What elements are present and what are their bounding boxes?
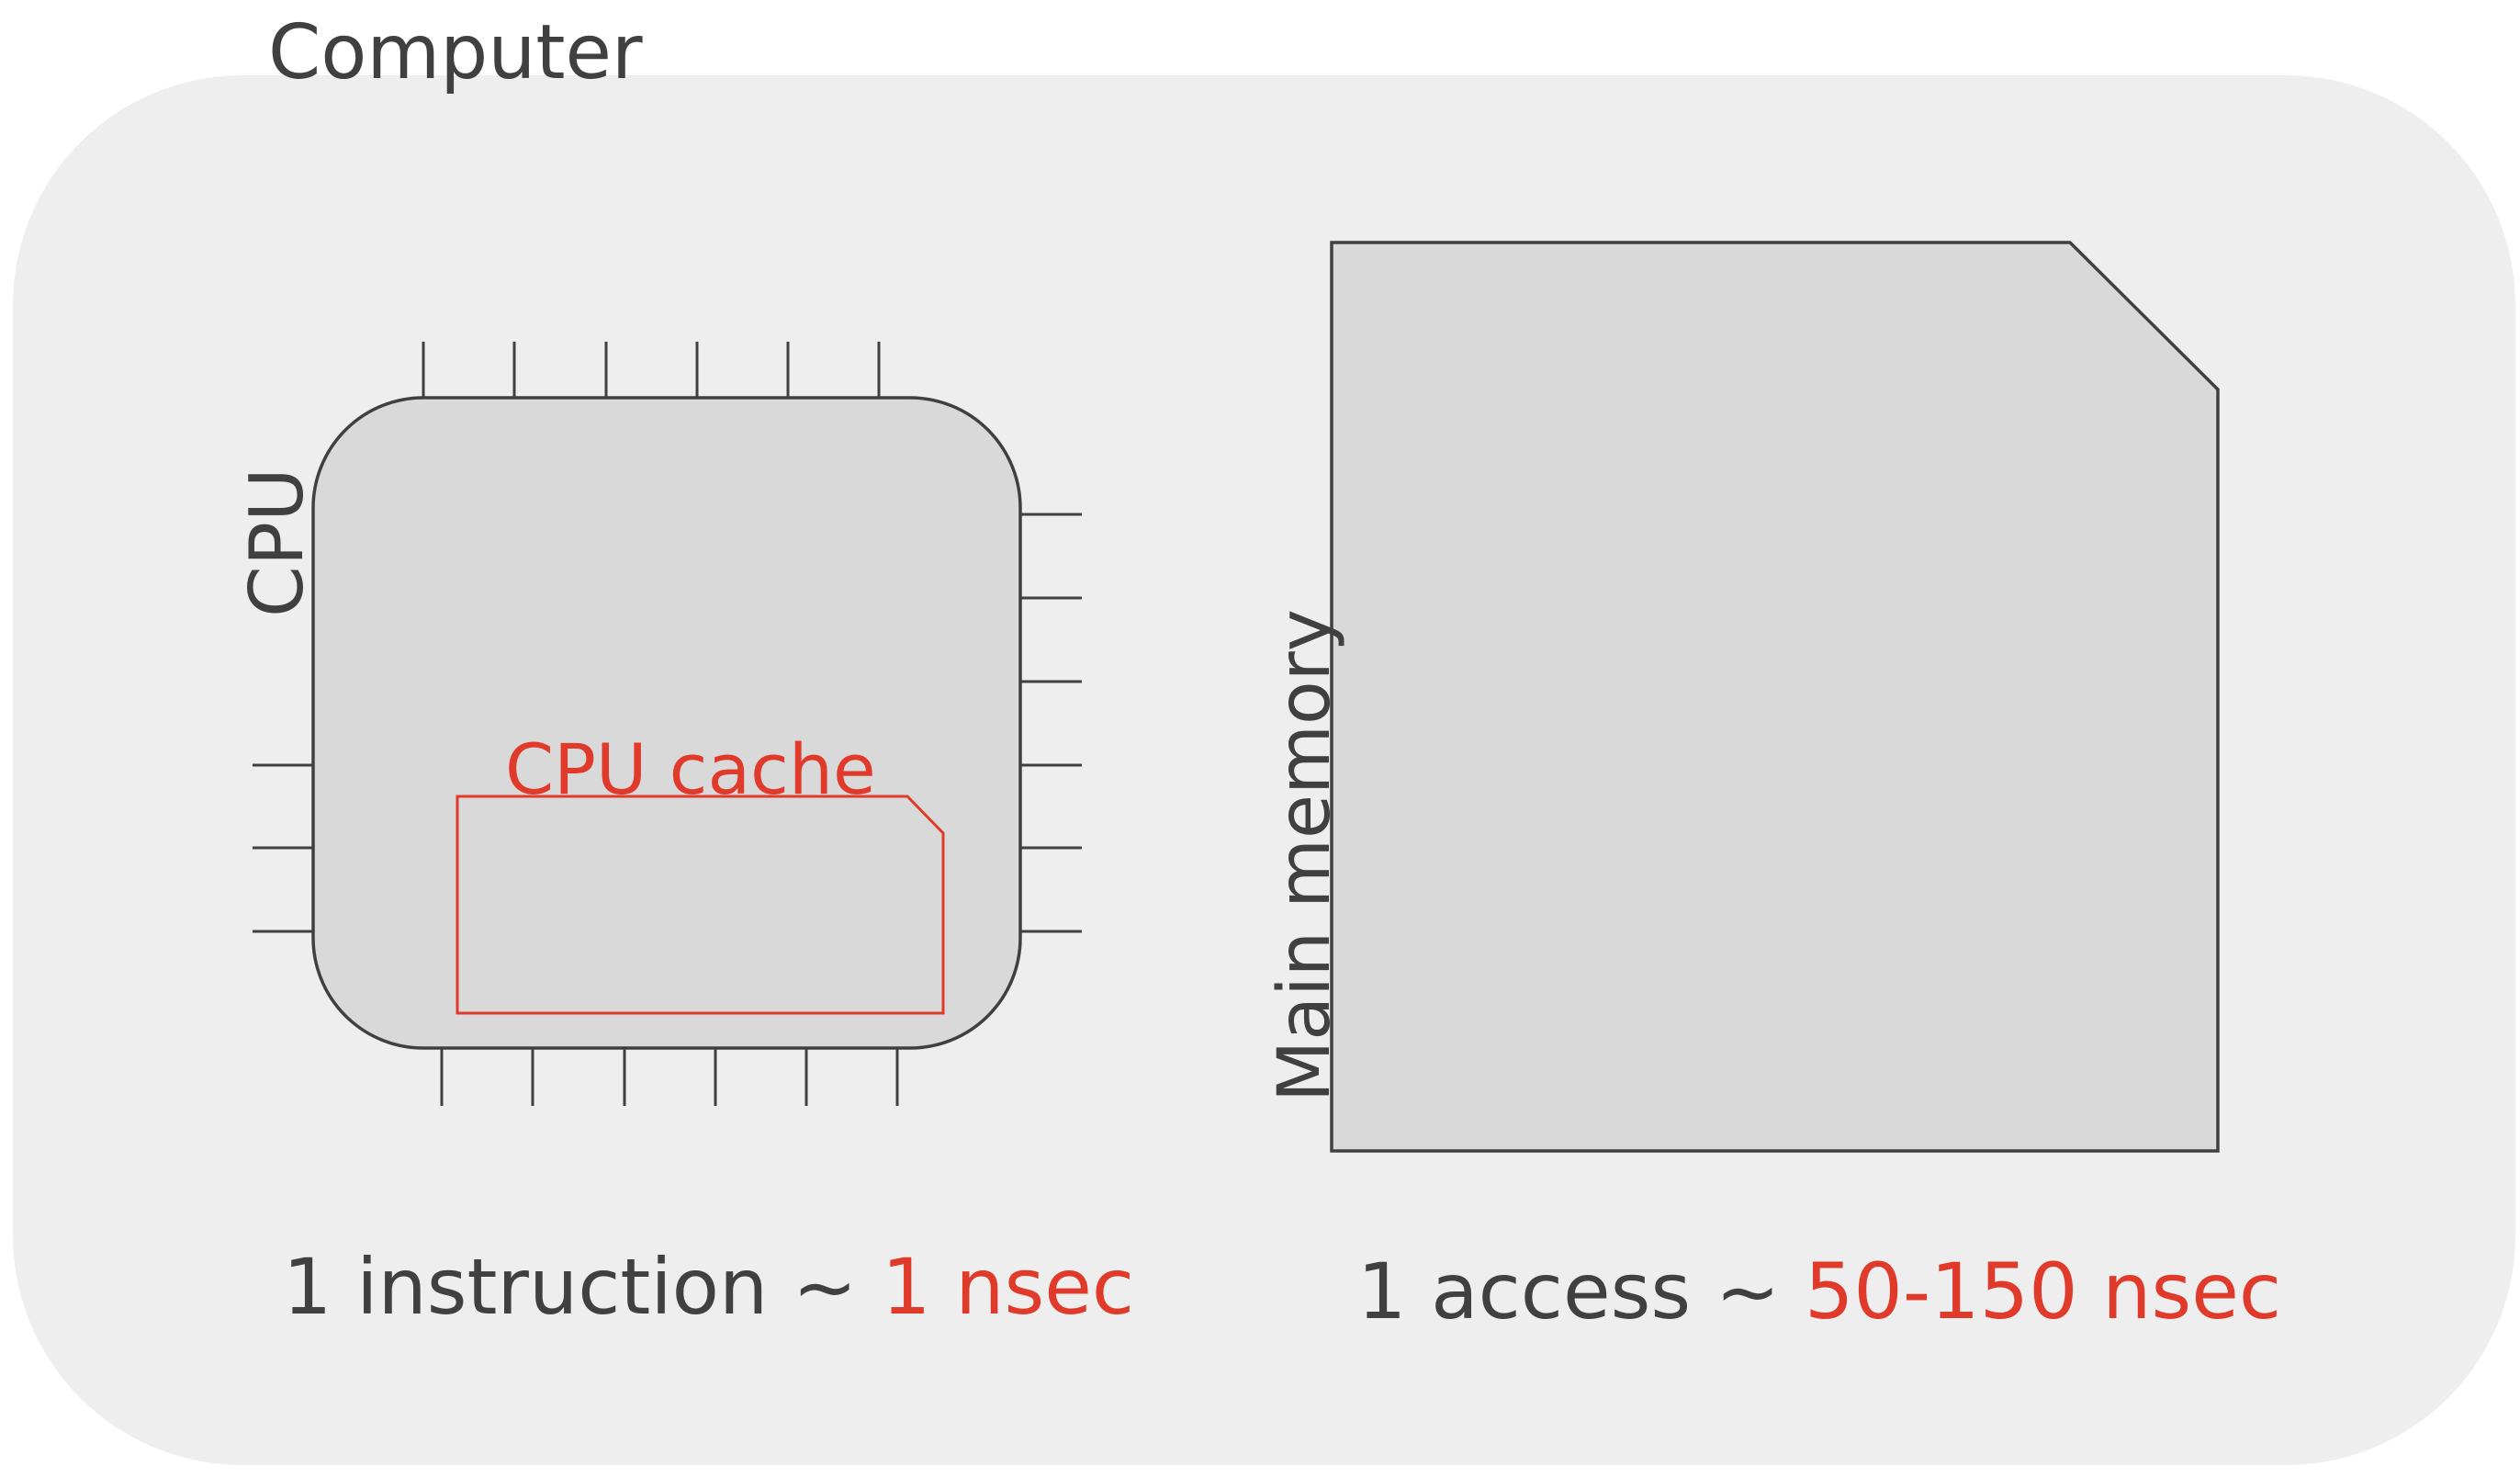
cpu-timing-prefix: 1 instruction ~ <box>283 1242 882 1332</box>
memory-timing-prefix: 1 access ~ <box>1357 1246 1805 1336</box>
cpu-cache-block <box>456 795 945 1015</box>
main-memory-label: Main memory <box>1264 609 1346 1102</box>
cpu-pins-top <box>422 342 881 398</box>
memory-timing-value: 50-150 nsec <box>1805 1246 2281 1336</box>
cpu-pins-left <box>253 763 313 933</box>
cpu-chip <box>311 396 1022 1050</box>
cpu-timing-text: 1 instruction ~ 1 nsec <box>283 1242 1134 1332</box>
cpu-label: CPU <box>234 468 320 617</box>
cpu-cache-label: CPU cache <box>505 728 876 810</box>
main-memory-block <box>1330 241 2220 1153</box>
cpu-pins-bottom <box>440 1048 899 1106</box>
cpu-timing-value: 1 nsec <box>882 1242 1134 1332</box>
cpu-pins-right <box>1020 513 1082 933</box>
memory-timing-text: 1 access ~ 50-150 nsec <box>1357 1246 2281 1336</box>
computer-label: Computer <box>268 9 643 96</box>
